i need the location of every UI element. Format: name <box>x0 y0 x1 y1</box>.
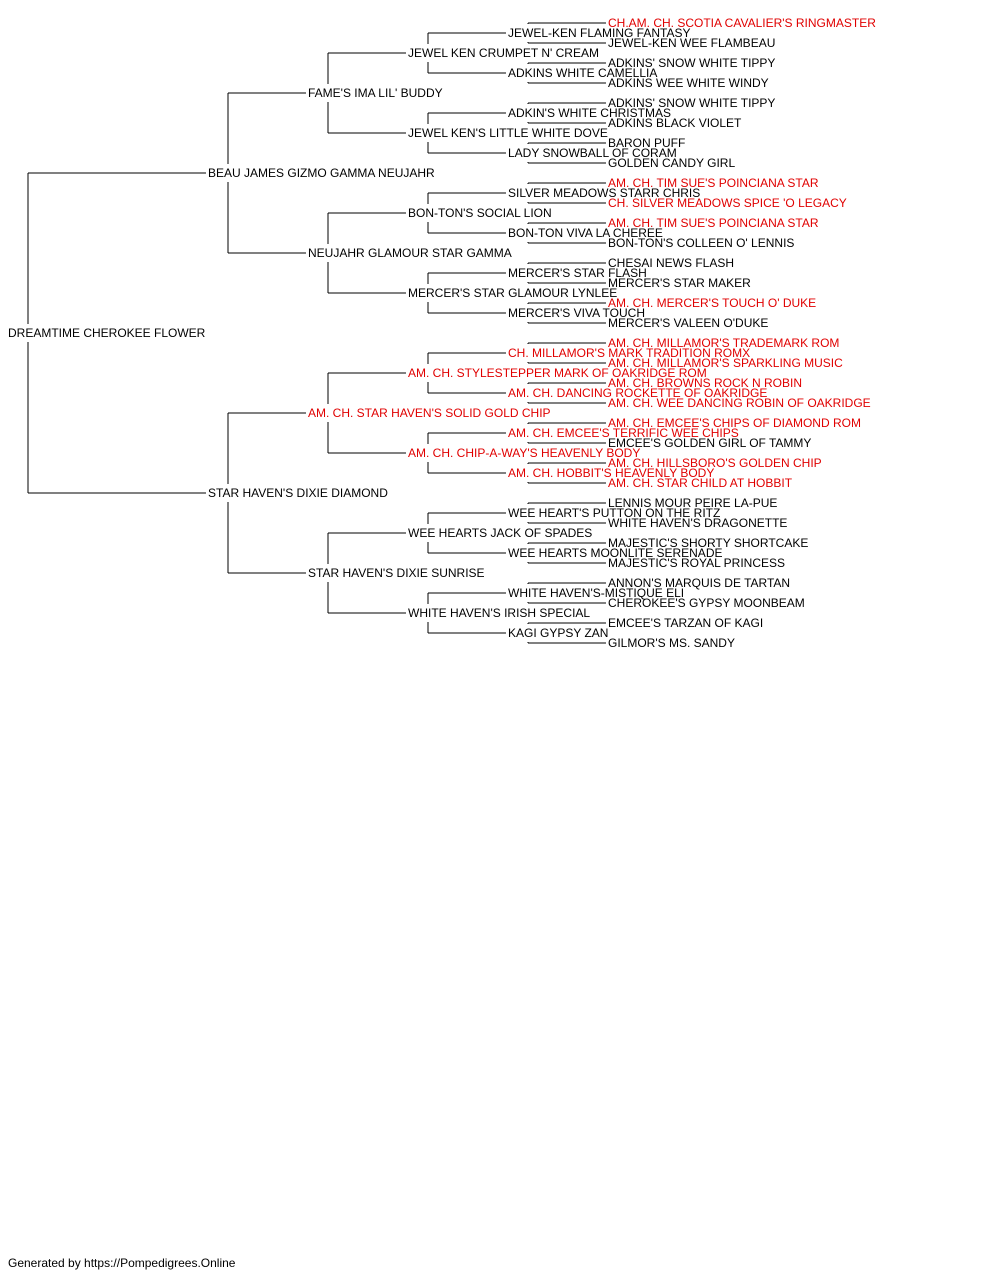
ancestor-gen5-sire-dam-dam-sire-sire: CHESAI NEWS FLASH <box>608 256 735 270</box>
ancestor-gen5-sire-dam-dam-sire-dam: MERCER'S STAR MAKER <box>608 276 751 290</box>
ancestor-gen4-sire-dam-sire-sire: SILVER MEADOWS STARR CHRIS <box>508 186 701 200</box>
ancestor-gen4-dam-dam-sire-dam: WEE HEARTS MOONLITE SERENADE <box>508 546 723 560</box>
ancestor-gen2-dam-dam: STAR HAVEN'S DIXIE SUNRISE <box>308 566 485 580</box>
ancestor-gen5-dam-dam-dam-sire-sire: ANNON'S MARQUIS DE TARTAN <box>608 576 791 590</box>
ancestor-gen2-sire-dam: NEUJAHR GLAMOUR STAR GAMMA <box>308 246 512 260</box>
ancestor-gen5-dam-dam-sire-sire-sire: LENNIS MOUR PEIRE LA-PUE <box>608 496 778 510</box>
ancestor-gen4-sire-dam-dam-dam: MERCER'S VIVA TOUCH <box>508 306 645 320</box>
ancestor-gen5-sire-dam-sire-dam-sire: AM. CH. TIM SUE'S POINCIANA STAR <box>608 216 819 230</box>
ancestor-gen3-sire-dam-sire: BON-TON'S SOCIAL LION <box>408 206 552 220</box>
ancestor-gen5-sire-dam-sire-dam-dam: BON-TON'S COLLEEN O' LENNIS <box>608 236 795 250</box>
ancestor-gen5-sire-sire-sire-dam-dam: ADKINS WEE WHITE WINDY <box>608 76 769 90</box>
ancestor-gen5-sire-dam-dam-dam-sire: AM. CH. MERCER'S TOUCH O' DUKE <box>608 296 817 310</box>
ancestor-gen1-dam: STAR HAVEN'S DIXIE DIAMOND <box>208 486 388 500</box>
ancestor-gen5-dam-sire-sire-sire-dam: AM. CH. MILLAMOR'S SPARKLING MUSIC <box>608 356 843 370</box>
subject-dog-name: DREAMTIME CHEROKEE FLOWER <box>8 326 206 340</box>
ancestor-gen5-dam-dam-sire-sire-dam: WHITE HAVEN'S DRAGONETTE <box>608 516 788 530</box>
ancestor-gen1-sire: BEAU JAMES GIZMO GAMMA NEUJAHR <box>208 166 435 180</box>
ancestor-gen4-dam-dam-dam-dam: KAGI GYPSY ZAN <box>508 626 609 640</box>
ancestor-gen4-dam-sire-sire-dam: AM. CH. DANCING ROCKETTE OF OAKRIDGE <box>508 386 768 400</box>
ancestor-gen5-sire-sire-sire-sire-dam: JEWEL-KEN WEE FLAMBEAU <box>608 36 776 50</box>
ancestor-gen5-dam-sire-dam-dam-sire: AM. CH. HILLSBORO'S GOLDEN CHIP <box>608 456 822 470</box>
ancestor-gen4-sire-sire-sire-dam: ADKINS WHITE CAMELLIA <box>508 66 658 80</box>
ancestor-gen5-dam-sire-dam-sire-sire: AM. CH. EMCEE'S CHIPS OF DIAMOND ROM <box>608 416 861 430</box>
ancestor-gen5-sire-sire-sire-dam-sire: ADKINS' SNOW WHITE TIPPY <box>608 56 776 70</box>
ancestor-gen3-dam-sire-sire: AM. CH. STYLESTEPPER MARK OF OAKRIDGE RO… <box>408 366 707 380</box>
ancestor-gen3-dam-dam-sire: WEE HEARTS JACK OF SPADES <box>408 526 593 540</box>
ancestor-gen2-dam-sire: AM. CH. STAR HAVEN'S SOLID GOLD CHIP <box>308 406 551 420</box>
ancestor-gen5-sire-dam-dam-dam-dam: MERCER'S VALEEN O'DUKE <box>608 316 769 330</box>
ancestor-gen5-sire-sire-dam-dam-sire: BARON PUFF <box>608 136 686 150</box>
ancestor-gen5-sire-sire-sire-sire-sire: CH.AM. CH. SCOTIA CAVALIER'S RINGMASTER <box>608 16 876 30</box>
ancestor-gen3-sire-sire-dam: JEWEL KEN'S LITTLE WHITE DOVE <box>408 126 608 140</box>
ancestor-gen3-dam-sire-dam: AM. CH. CHIP-A-WAY'S HEAVENLY BODY <box>408 446 641 460</box>
ancestor-gen4-sire-dam-dam-sire: MERCER'S STAR FLASH <box>508 266 647 280</box>
ancestor-gen5-dam-sire-sire-dam-sire: AM. CH. BROWNS ROCK N ROBIN <box>608 376 803 390</box>
ancestor-gen5-dam-sire-dam-dam-dam: AM. CH. STAR CHILD AT HOBBIT <box>608 476 793 490</box>
ancestor-gen5-dam-dam-dam-dam-dam: GILMOR'S MS. SANDY <box>608 636 735 650</box>
ancestor-gen5-dam-dam-dam-sire-dam: CHEROKEE'S GYPSY MOONBEAM <box>608 596 805 610</box>
ancestor-gen5-sire-dam-sire-sire-sire: AM. CH. TIM SUE'S POINCIANA STAR <box>608 176 819 190</box>
ancestor-gen3-sire-dam-dam: MERCER'S STAR GLAMOUR LYNLEE <box>408 286 618 300</box>
ancestor-gen5-sire-sire-dam-sire-sire: ADKINS' SNOW WHITE TIPPY <box>608 96 776 110</box>
ancestor-gen4-dam-sire-sire-sire: CH. MILLAMOR'S MARK TRADITION ROMX <box>508 346 751 360</box>
ancestor-gen4-sire-sire-dam-dam: LADY SNOWBALL OF CORAM <box>508 146 677 160</box>
ancestor-gen5-dam-dam-dam-dam-sire: EMCEE'S TARZAN OF KAGI <box>608 616 764 630</box>
ancestor-gen4-sire-sire-sire-sire: JEWEL-KEN FLAMING FANTASY <box>508 26 691 40</box>
footer-credit: Generated by https://Pompedigrees.Online <box>8 1256 236 1270</box>
ancestor-gen5-sire-sire-dam-dam-dam: GOLDEN CANDY GIRL <box>608 156 736 170</box>
ancestor-gen4-dam-sire-dam-sire: AM. CH. EMCEE'S TERRIFIC WEE CHIPS <box>508 426 739 440</box>
ancestor-gen5-sire-sire-dam-sire-dam: ADKINS BLACK VIOLET <box>608 116 742 130</box>
ancestor-gen3-sire-sire-sire: JEWEL KEN CRUMPET N' CREAM <box>408 46 599 60</box>
ancestor-gen4-sire-sire-dam-sire: ADKIN'S WHITE CHRISTMAS <box>508 106 671 120</box>
ancestor-gen4-sire-dam-sire-dam: BON-TON VIVA LA CHEREE <box>508 226 663 240</box>
ancestor-gen5-dam-dam-sire-dam-sire: MAJESTIC'S SHORTY SHORTCAKE <box>608 536 809 550</box>
ancestor-gen5-sire-dam-sire-sire-dam: CH. SILVER MEADOWS SPICE 'O LEGACY <box>608 196 847 210</box>
ancestor-gen4-dam-dam-dam-sire: WHITE HAVEN'S-MISTIQUE ELI <box>508 586 685 600</box>
ancestor-gen4-dam-sire-dam-dam: AM. CH. HOBBIT'S HEAVENLY BODY <box>508 466 715 480</box>
ancestor-gen5-dam-sire-sire-dam-dam: AM. CH. WEE DANCING ROBIN OF OAKRIDGE <box>608 396 871 410</box>
ancestor-gen5-dam-sire-sire-sire-sire: AM. CH. MILLAMOR'S TRADEMARK ROM <box>608 336 840 350</box>
ancestor-gen3-dam-dam-dam: WHITE HAVEN'S IRISH SPECIAL <box>408 606 591 620</box>
ancestor-gen5-dam-sire-dam-sire-dam: EMCEE'S GOLDEN GIRL OF TAMMY <box>608 436 812 450</box>
ancestor-gen5-dam-dam-sire-dam-dam: MAJESTIC'S ROYAL PRINCESS <box>608 556 785 570</box>
ancestor-gen2-sire-sire: FAME'S IMA LIL' BUDDY <box>308 86 443 100</box>
ancestor-gen4-dam-dam-sire-sire: WEE HEART'S PUTTON ON THE RITZ <box>508 506 721 520</box>
